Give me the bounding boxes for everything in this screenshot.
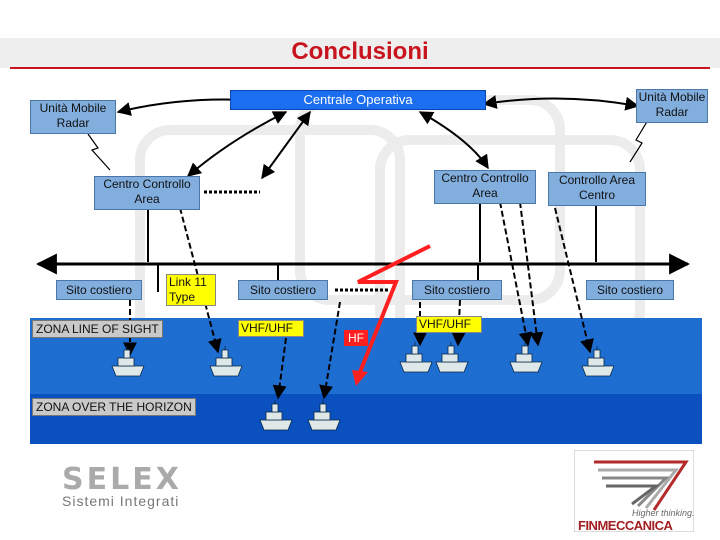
node-sito-costiero-3: Sito costiero: [412, 280, 502, 300]
finmeccanica-logo: Higher thinking. FINMECCANICA: [574, 450, 694, 532]
selex-logo: SELEX Sistemi Integrati: [62, 462, 182, 509]
radar-link-left: [87, 133, 111, 171]
link-centrale-unita-right: [482, 95, 640, 111]
node-sito-costiero-1: Sito costiero: [56, 280, 142, 300]
label-vhf-uhf-1: VHF/UHF: [238, 320, 304, 337]
node-unita-mobile-radar-left: Unità Mobile Radar: [30, 100, 116, 134]
label-link-11: Link 11 Type: [166, 274, 216, 306]
node-centrale-operativa: Centrale Operativa: [230, 90, 486, 110]
page-title: Conclusioni: [291, 38, 429, 65]
selex-wordmark: SELEX: [62, 462, 182, 497]
node-unita-mobile-radar-right: Unità Mobile Radar: [636, 89, 708, 123]
radar-link-right: [629, 119, 649, 163]
label-vhf-uhf-2: VHF/UHF: [416, 316, 482, 333]
hf-lightning: [357, 244, 431, 373]
title-underline: [10, 67, 710, 69]
node-centro-controllo-area-left: Centro Controllo Area: [94, 176, 200, 210]
zone-over-horizon-label: ZONA OVER THE HORIZON: [32, 398, 196, 416]
label-hf: HF: [344, 330, 368, 346]
link-centrale-centro-right: [418, 111, 489, 170]
zone-line-of-sight-label: ZONA LINE OF SIGHT: [32, 320, 163, 338]
fin-wordmark: FINMECCANICA: [578, 518, 673, 532]
node-controllo-area-centro-right: Controllo Area Centro: [548, 172, 646, 206]
selex-subtitle: Sistemi Integrati: [62, 493, 180, 509]
ship-icons: [111, 342, 615, 431]
node-sito-costiero-2: Sito costiero: [238, 280, 328, 300]
link-centrale-down: [261, 110, 311, 180]
node-sito-costiero-4: Sito costiero: [586, 280, 674, 300]
fin-tagline: Higher thinking.: [632, 508, 694, 518]
node-centro-controllo-area-mid: Centro Controllo Area: [434, 170, 536, 204]
